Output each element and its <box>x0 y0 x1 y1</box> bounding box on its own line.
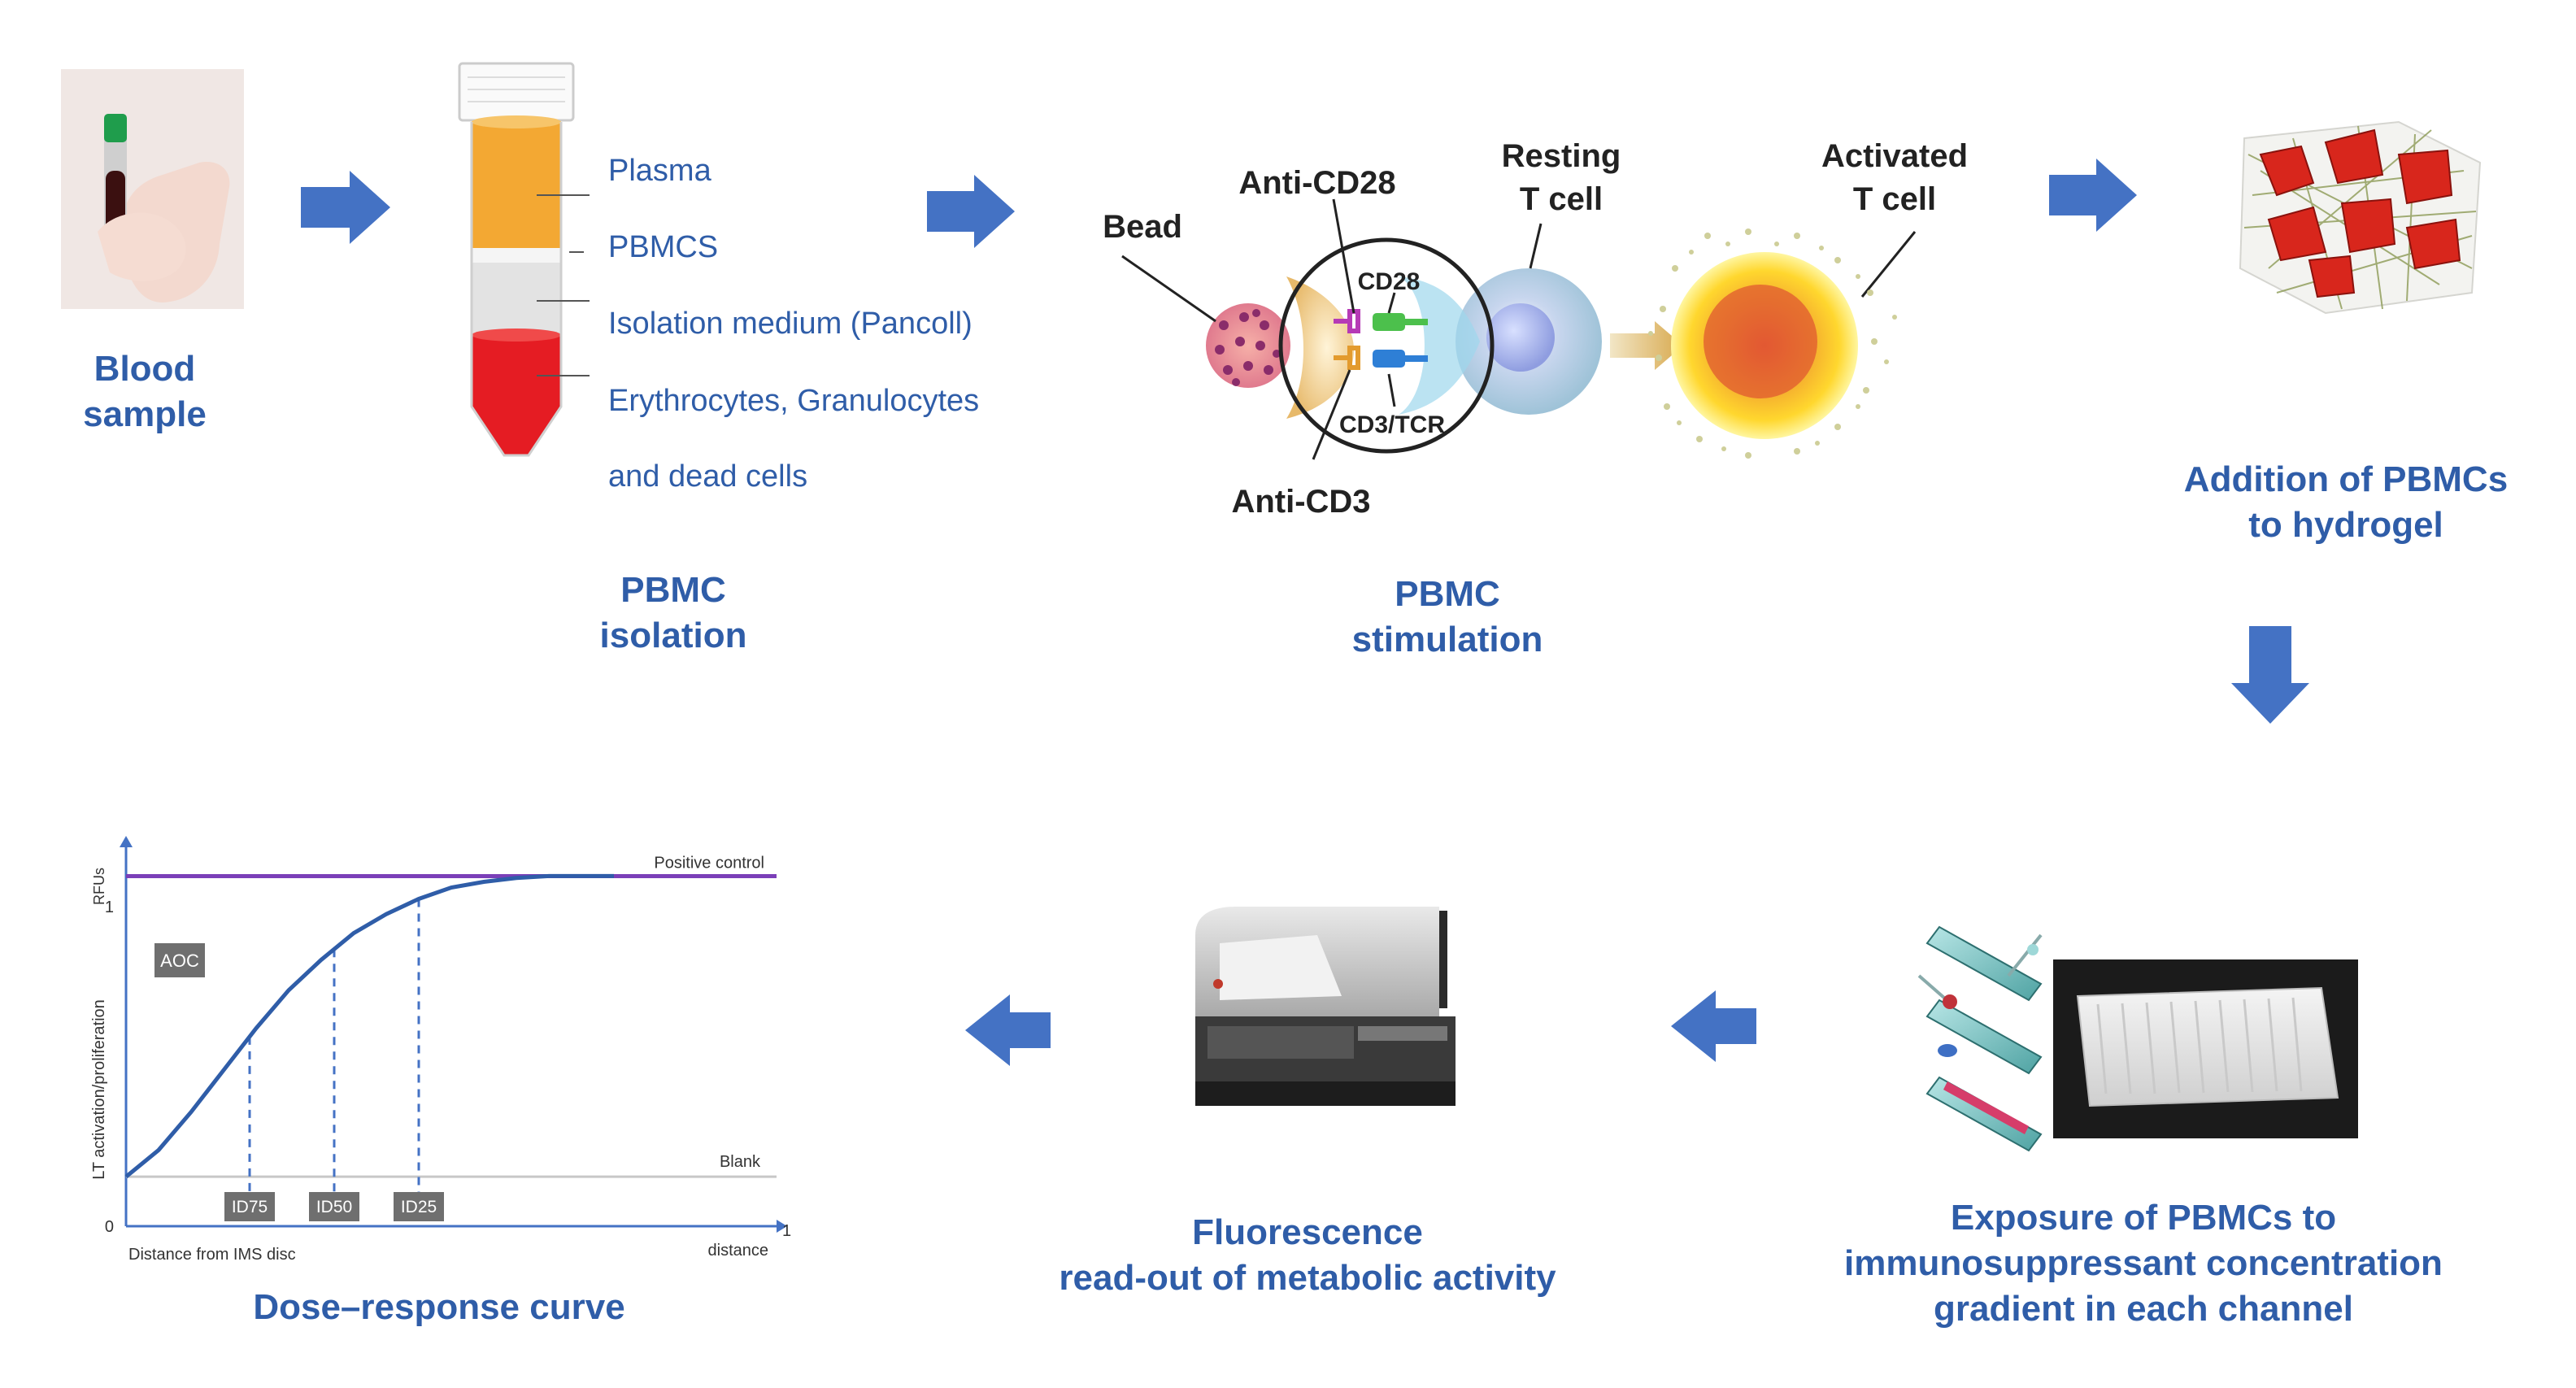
stimulation-leader-lines <box>1121 198 1917 460</box>
activated-t-cell <box>1648 228 1897 459</box>
x-axis-label-right: distance <box>708 1242 769 1260</box>
aoc-badge <box>154 943 205 977</box>
cd3-tcr-label: CD3/TCR <box>1339 411 1445 438</box>
anti-cd28-label: Anti-CD28 <box>1238 165 1395 201</box>
apc-surface <box>1286 276 1354 419</box>
exposure-title-1: Exposure of PBMCs to <box>1951 1198 2336 1238</box>
resting-t-cell-label-2: T cell <box>1520 181 1603 217</box>
pbmc-isolation-title-2: isolation <box>600 616 747 655</box>
x-tick-one: 1 <box>782 1222 791 1240</box>
hydrogel-title-2: to hydrogel <box>2248 505 2443 545</box>
y-tick-one: 1 <box>105 899 114 916</box>
marker-badge-id50 <box>309 1192 359 1221</box>
y-axis-label-top: RFUs <box>91 868 107 905</box>
pbmc-stimulation-title-1: PBMC <box>1395 574 1500 614</box>
bead-label: Bead <box>1103 209 1182 245</box>
synapse-magnifier <box>1278 237 1495 454</box>
activated-t-cell-label-1: Activated <box>1821 138 1968 174</box>
layer-label-dead-cells: and dead cells <box>608 459 807 494</box>
aoc-label: AOC <box>160 951 199 971</box>
marker-label-id25: ID25 <box>401 1198 437 1216</box>
fluorescence-title-1: Fluorescence <box>1192 1212 1423 1252</box>
flow-arrow-1 <box>301 171 390 244</box>
blood-sample-title-1: Blood <box>94 349 196 389</box>
microfluidic-channels <box>1917 925 2043 1152</box>
flow-arrow-2 <box>927 175 1015 248</box>
pbmc-isolation-title-1: PBMC <box>620 570 726 610</box>
bead-particle <box>1206 303 1290 388</box>
flow-arrow-3 <box>2049 159 2137 232</box>
resting-t-cell-label-1: Resting <box>1502 138 1621 174</box>
multiwell-plate <box>2053 959 2358 1138</box>
layer-label-erythrocytes: Erythrocytes, Granulocytes <box>608 384 979 418</box>
exposure-title-2: immunosuppressant concentration <box>1844 1243 2443 1283</box>
dose-response-curve <box>124 873 614 1179</box>
chart-background <box>81 833 777 1256</box>
anti-cd3-label: Anti-CD3 <box>1231 484 1370 520</box>
activation-arrow <box>1610 321 1683 370</box>
x-axis-arrowhead <box>777 1220 787 1233</box>
layer-label-pbmcs: PBMCS <box>608 230 718 264</box>
tube-layer-leaders <box>537 194 590 376</box>
y-axis-label-side: LT activation/proliferation <box>90 999 108 1180</box>
blood-sample-photo <box>61 69 244 309</box>
exposure-title-3: gradient in each channel <box>1934 1289 2353 1329</box>
hydrogel-cube <box>2239 120 2482 315</box>
marker-label-id50: ID50 <box>316 1198 352 1216</box>
x-axis-label-left: Distance from IMS disc <box>128 1246 296 1264</box>
resting-t-cell <box>1456 268 1602 415</box>
blank-label: Blank <box>720 1153 761 1171</box>
pbmc-stimulation-title-2: stimulation <box>1352 620 1543 659</box>
dose-response-title: Dose–response curve <box>253 1287 624 1327</box>
blood-sample-title-2: sample <box>83 394 207 434</box>
layer-label-isolation-medium: Isolation medium (Pancoll) <box>608 307 973 341</box>
activated-t-cell-label-2: T cell <box>1853 181 1936 217</box>
cd28-label: CD28 <box>1358 268 1421 295</box>
hydrogel-title-1: Addition of PBMCs <box>2184 459 2508 499</box>
receptor-ligand-pairs <box>1334 309 1428 370</box>
fluorescence-title-2: read-out of metabolic activity <box>1059 1258 1556 1298</box>
chart-axes <box>124 846 777 1228</box>
centrifuge-tube <box>458 62 575 457</box>
flow-arrow-4 <box>1671 990 1756 1062</box>
flow-arrow-down <box>2231 626 2309 724</box>
marker-label-id75: ID75 <box>232 1198 268 1216</box>
marker-badge-id25 <box>394 1192 444 1221</box>
positive-control-label: Positive control <box>654 854 764 872</box>
layer-label-plasma: Plasma <box>608 154 712 188</box>
marker-badge-id75 <box>224 1192 275 1221</box>
y-tick-zero: 0 <box>105 1218 114 1236</box>
y-axis-arrowhead <box>120 836 133 847</box>
plate-reader <box>1195 907 1456 1106</box>
flow-arrow-5 <box>965 994 1051 1066</box>
